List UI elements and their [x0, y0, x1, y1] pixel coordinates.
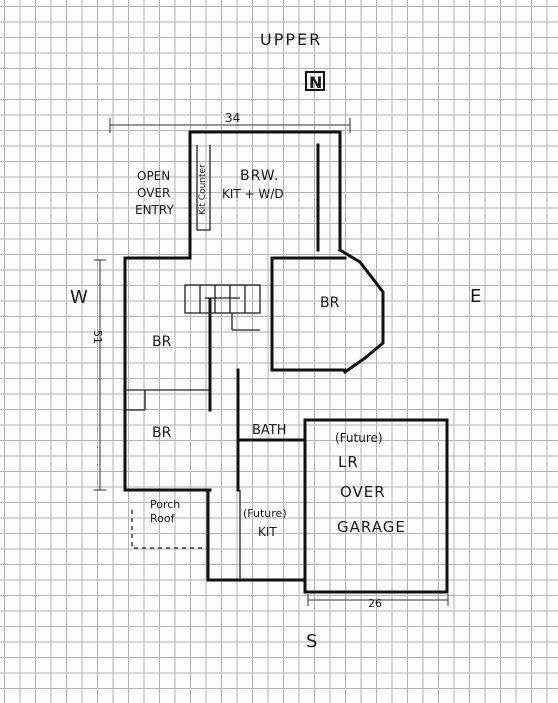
open-over-entry-line-2: OVER — [137, 186, 170, 200]
open-over-entry-line-3: ENTRY — [135, 203, 174, 217]
compass-east: E — [470, 286, 481, 307]
exterior-walls — [123, 130, 449, 594]
open-over-entry-line-1: OPEN — [137, 169, 170, 183]
left-dimension: 51 — [91, 259, 106, 491]
kit-counter-label: Kit Counter — [198, 164, 208, 215]
compass-north: N — [309, 73, 322, 92]
bottom-dimension: 26 — [307, 594, 449, 610]
dimension-left-label: 51 — [91, 330, 104, 344]
future-lr-label: (Future) LR OVER GARAGE — [335, 431, 406, 536]
room-open-over-entry: OPEN OVER ENTRY — [135, 169, 174, 217]
future-lr-line-4: GARAGE — [337, 518, 406, 536]
room-br-southwest: BR — [152, 425, 172, 441]
room-bath: BATH — [252, 423, 287, 438]
porch-roof-line-1: Porch — [150, 498, 180, 511]
future-kit-label: (Future) KIT — [243, 507, 287, 539]
future-lr-line-3: OVER — [340, 483, 386, 501]
plan-title: UPPER — [260, 30, 322, 49]
bedroom-north-label-2: KIT + W/D — [222, 187, 284, 201]
future-lr-line-2: LR — [338, 453, 359, 471]
top-dimension: 34 — [109, 111, 351, 133]
compass-west: W — [70, 287, 88, 308]
future-lr-line-1: (Future) — [335, 431, 383, 445]
dimension-bottom-label: 26 — [368, 597, 382, 610]
interior-walls — [125, 143, 320, 549]
future-kit-line-1: (Future) — [243, 507, 287, 520]
north-marker-box — [305, 71, 325, 91]
porch-roof-label: Porch Roof — [150, 498, 180, 525]
future-kit-line-2: KIT — [258, 525, 277, 539]
room-bedroom-north: BRW. KIT + W/D — [222, 168, 284, 201]
bedroom-north-label-1: BRW. — [240, 168, 279, 184]
porch-roof-line-2: Roof — [150, 512, 176, 525]
room-br-center: BR — [320, 295, 340, 311]
compass-south: S — [306, 631, 317, 652]
room-br-west: BR — [152, 334, 172, 350]
dimension-top-label: 34 — [225, 111, 240, 125]
